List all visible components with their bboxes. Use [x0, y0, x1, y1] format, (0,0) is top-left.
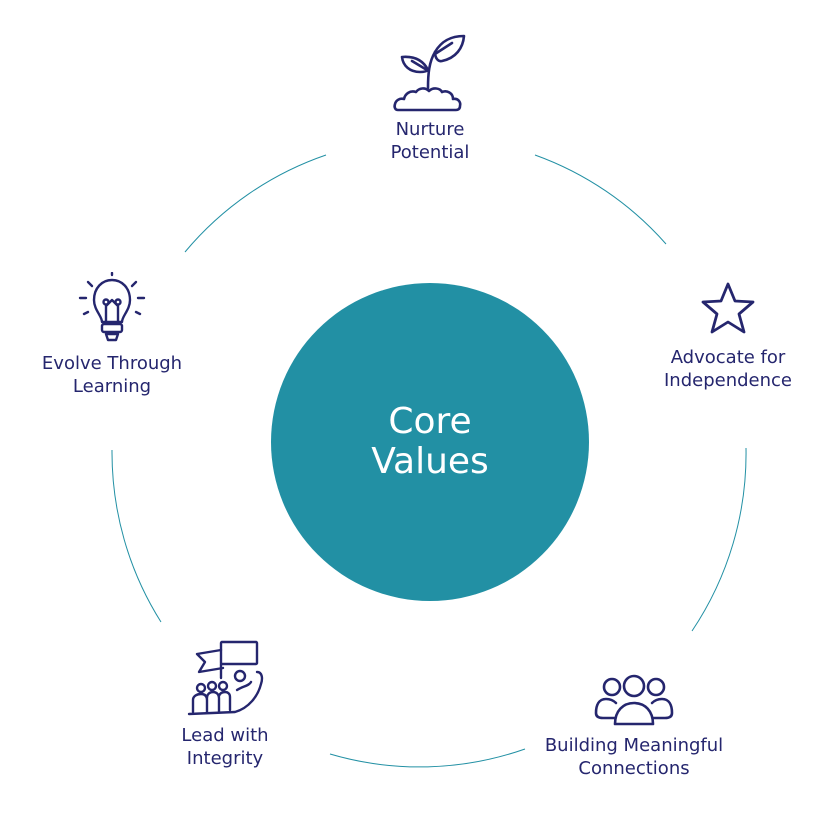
orbit-arc: [534, 154, 667, 245]
value-label-line2: Potential: [390, 142, 470, 163]
value-label: Building Meaningful Connections: [514, 734, 754, 780]
core-values-circle: Core Values: [271, 283, 589, 601]
value-label-line1: Nurture: [395, 119, 465, 140]
lightbulb-icon: [78, 272, 146, 342]
value-lead-with-integrity: Lead with Integrity: [125, 638, 325, 770]
value-evolve-through-learning: Evolve Through Learning: [12, 272, 212, 398]
value-label: Lead with Integrity: [125, 724, 325, 770]
center-title-line1: Core: [388, 401, 472, 442]
orbit-arc: [329, 748, 526, 768]
value-building-meaningful-connections: Building Meaningful Connections: [514, 672, 754, 780]
value-label: Advocate for Independence: [628, 346, 828, 392]
star-icon: [701, 282, 755, 334]
value-label-line1: Building Meaningful: [544, 735, 724, 756]
value-nurture-potential: Nurture Potential: [330, 30, 530, 164]
seedling-icon: [393, 34, 466, 112]
group-icon: [594, 674, 674, 726]
value-label-line2: Connections: [578, 758, 690, 779]
value-advocate-for-independence: Advocate for Independence: [628, 280, 828, 392]
value-label: Nurture Potential: [330, 118, 530, 164]
value-label-line2: Independence: [663, 370, 792, 391]
center-title-line2: Values: [371, 441, 489, 482]
orbit-arc: [111, 449, 162, 623]
value-label-line1: Lead with: [181, 725, 269, 746]
orbit-arc: [691, 447, 747, 632]
orbit-arc: [184, 154, 327, 253]
value-label-line1: Evolve Through: [41, 353, 183, 374]
flag-hand-icon: [187, 640, 264, 716]
value-label-line2: Learning: [72, 376, 152, 397]
value-label-line1: Advocate for: [670, 347, 786, 368]
value-label-line2: Integrity: [186, 748, 264, 769]
value-label: Evolve Through Learning: [12, 352, 212, 398]
